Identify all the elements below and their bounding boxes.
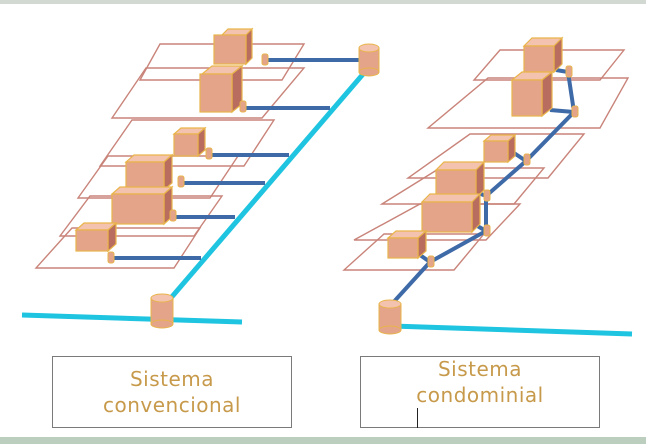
manhole-left-top: [358, 43, 380, 77]
lot-left-6: [34, 227, 202, 269]
house-right-5: [420, 192, 482, 234]
houses-left: [74, 27, 254, 253]
street-main-left: [21, 312, 243, 325]
caption-condominial[interactable]: Sistema condominial: [360, 356, 600, 428]
text-cursor: [417, 408, 419, 428]
inspection-boxes-left: [107, 53, 269, 264]
house-right-1: [522, 36, 564, 74]
conventional-system: [21, 27, 380, 329]
house-right-6: [386, 229, 428, 260]
caption-condominial-line2-wrap: condominial: [416, 382, 543, 428]
lot-left-3: [98, 119, 276, 167]
manhole-left-bottom: [150, 293, 174, 329]
house-right-3: [482, 133, 517, 164]
caption-conventional: Sistema convencional: [52, 356, 292, 428]
houses-right: [386, 36, 564, 260]
caption-condominial-line2: condominial: [416, 383, 544, 407]
condominial-system: [342, 36, 633, 337]
lot-left-2: [110, 67, 306, 119]
lot-right-1: [472, 49, 626, 81]
lot-right-6: [342, 233, 486, 271]
street-main-right: [391, 323, 633, 337]
house-right-2: [510, 70, 554, 118]
lot-right-3: [405, 133, 586, 179]
house-left-5: [110, 185, 174, 226]
top-divider: [0, 0, 646, 4]
house-left-1: [213, 27, 254, 66]
caption-conventional-line1: Sistema: [129, 367, 215, 391]
house-right-4: [434, 160, 486, 200]
house-left-4: [124, 153, 174, 192]
lot-right-2: [426, 77, 630, 129]
manhole-right: [378, 299, 402, 335]
branch-pipes-left: [114, 58, 368, 260]
lot-outlines-left: [34, 43, 306, 269]
lot-outlines-right: [342, 49, 630, 271]
bottom-divider: [0, 437, 646, 444]
house-left-6: [74, 221, 118, 253]
house-left-3: [172, 126, 207, 158]
inspection-boxes-right: [427, 65, 579, 268]
caption-conventional-line2: convencional: [102, 393, 241, 417]
caption-condominial-line1: Sistema: [437, 357, 523, 381]
house-left-2: [199, 64, 244, 114]
collector-main-left: [162, 64, 372, 308]
